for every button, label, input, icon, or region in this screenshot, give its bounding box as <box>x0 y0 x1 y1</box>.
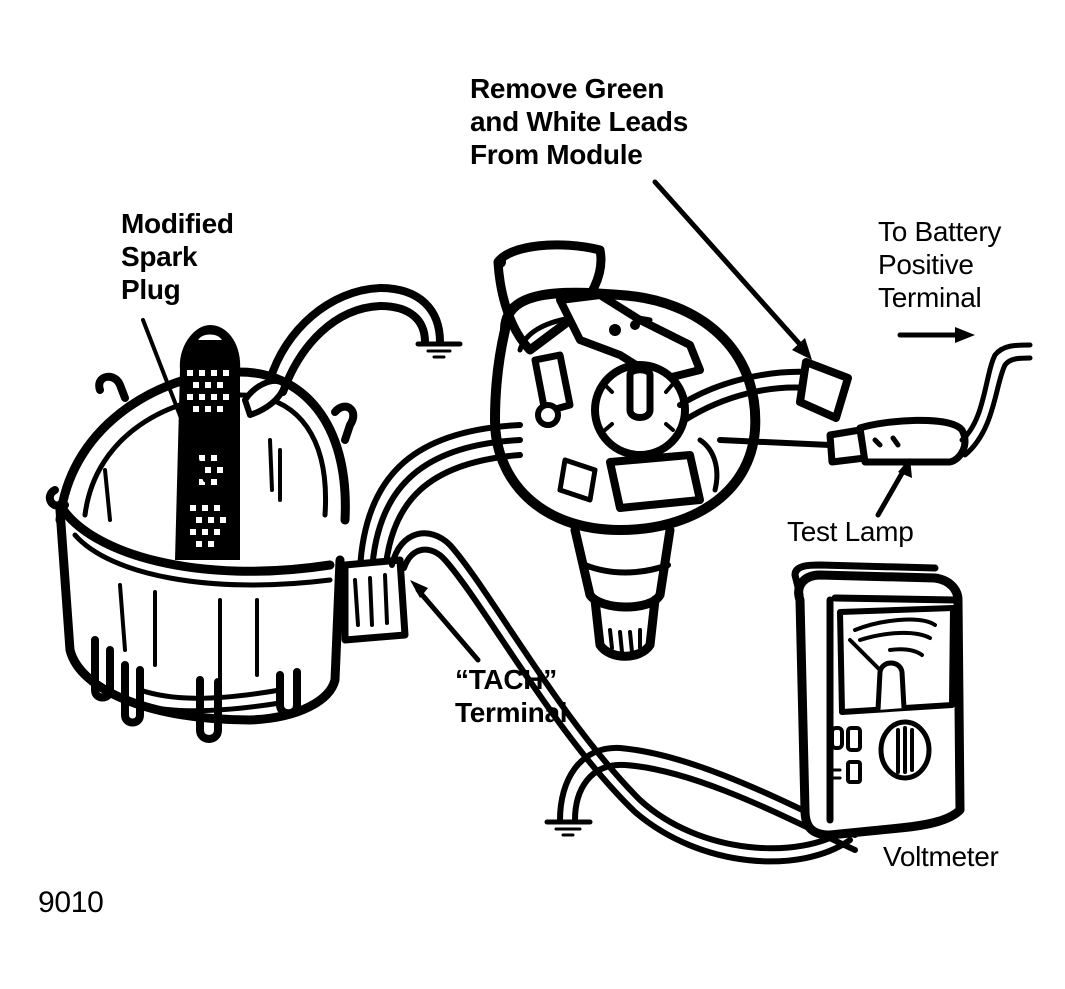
terminal-icon <box>341 556 409 644</box>
testlamp-arrowhead <box>898 458 912 478</box>
tach-terminal-label: “TACH” Terminal <box>455 664 568 728</box>
figure-id-label: 9010 <box>38 886 104 919</box>
connector-icon <box>677 358 852 423</box>
spark-plug-label: Modified Spark Plug <box>121 208 234 305</box>
module-leader-arrow <box>652 179 808 353</box>
testlamp-leader-arrow <box>875 465 908 518</box>
tach-leader-arrow <box>415 587 481 663</box>
test-lamp-icon <box>717 342 1033 466</box>
spark-plug-icon <box>141 318 288 560</box>
module-arrowhead <box>792 338 812 360</box>
tach-voltmeter-wire <box>389 530 853 865</box>
voltmeter-label: Voltmeter <box>883 841 999 872</box>
distributor-cap-icon <box>45 367 358 743</box>
distributor-icon <box>490 240 761 661</box>
battery-terminal-label: To Battery Positive Terminal <box>878 216 1002 313</box>
module-leads-label: Remove Green and White Leads From Module <box>470 73 688 170</box>
ground-icon <box>415 341 463 359</box>
battery-arrowhead <box>955 327 975 343</box>
cap-harness-wires <box>357 422 523 578</box>
voltmeter-icon <box>791 561 965 840</box>
tach-arrowhead <box>410 580 428 598</box>
plug-ground-wire <box>266 284 444 396</box>
test-lamp-label: Test Lamp <box>787 516 914 547</box>
